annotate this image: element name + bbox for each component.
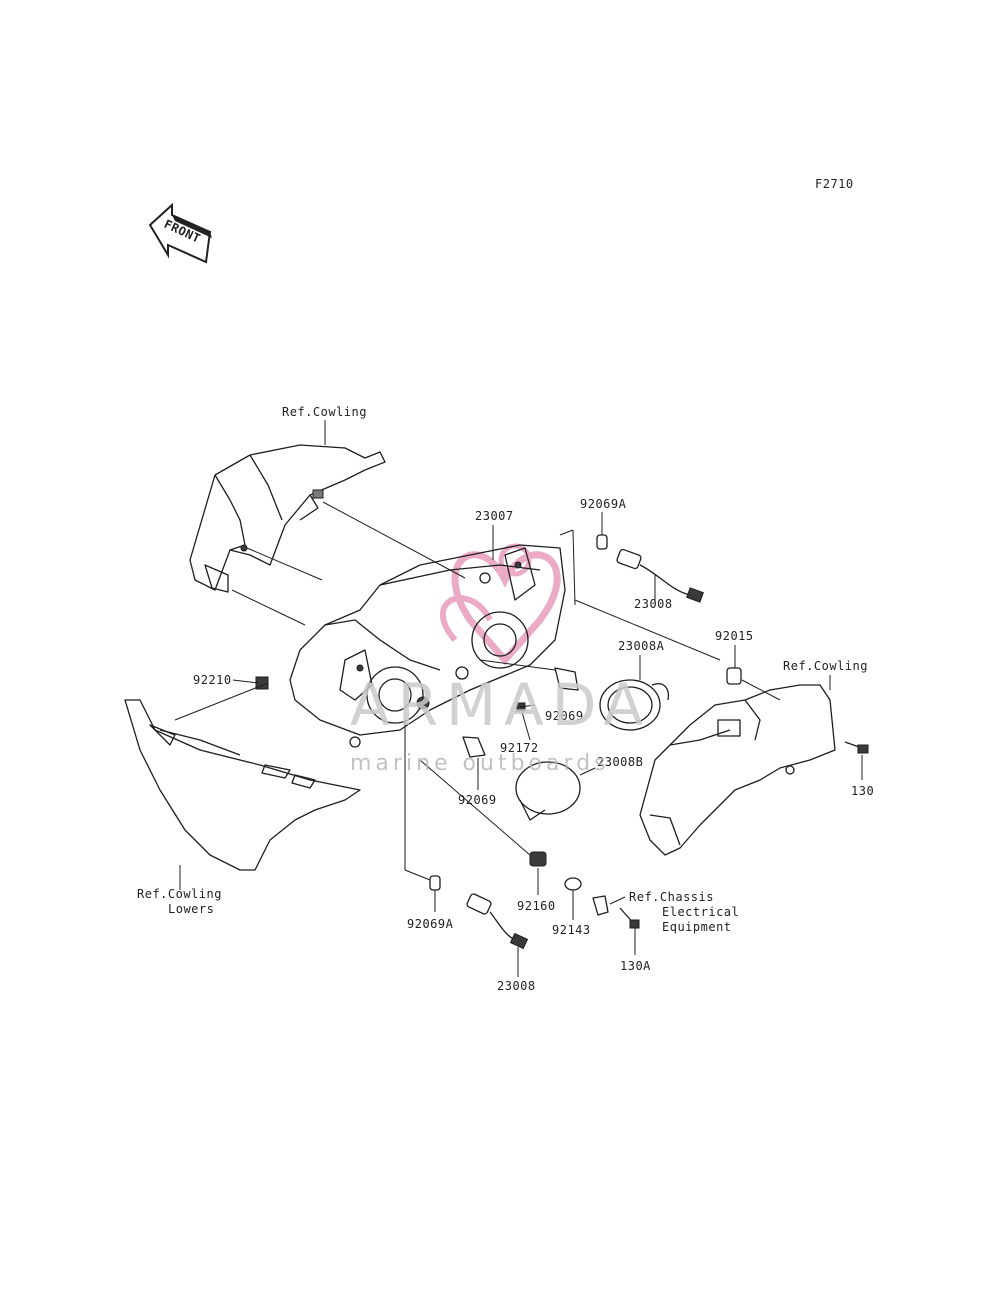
label-92069A-top: 92069A [580,497,627,511]
label-92143: 92143 [552,923,591,937]
label-130: 130 [851,784,874,798]
label-92069-mid: 92069 [545,709,584,723]
grommet-92160 [529,851,547,867]
label-92160: 92160 [517,899,556,913]
label-ref-cowling-right: Ref.Cowling [783,659,868,673]
watermark-subtitle: marine outboards [350,751,610,776]
label-23008-low: 23008 [497,979,536,993]
watermark-title: ARMADA [350,671,651,739]
socket-23008-low [466,893,529,950]
right-cowling-part [639,684,836,856]
bolt-130 [844,741,869,754]
lower-cowling-part [124,699,361,871]
bracket-ref-chassis [592,895,609,916]
diagram-code: F2710 [815,177,854,191]
label-ref-chassis-3: Equipment [662,920,732,934]
grommet-92015 [726,667,742,685]
bolt-130A [619,907,640,929]
lens-23008A [599,679,670,731]
label-92172: 92172 [500,741,539,755]
socket-23008-top [616,548,704,603]
label-92069A-low: 92069A [407,917,454,931]
label-ref-cowling-lowers-2: Lowers [168,902,214,916]
label-ref-chassis-1: Ref.Chassis [629,890,714,904]
front-arrow-icon: FRONT [148,202,212,264]
label-23008-top: 23008 [634,597,673,611]
headlight-housing-part [289,544,566,748]
label-130A: 130A [620,959,651,973]
bulb-92069-mid [554,667,579,691]
label-92069-low: 92069 [458,793,497,807]
label-92015: 92015 [715,629,754,643]
label-23008B: 23008B [597,755,643,769]
watermark-logo [439,543,561,666]
bulb-23008B [515,761,581,821]
label-ref-cowling-top: Ref.Cowling [282,405,367,419]
label-ref-cowling-lowers-1: Ref.Cowling [137,887,222,901]
collar-92143 [564,877,582,891]
upper-cowling-part [189,444,386,593]
leader-lines [174,420,863,977]
label-23007: 23007 [475,509,514,523]
bulb-92069A-top [596,534,608,550]
label-23008A: 23008A [618,639,665,653]
label-ref-chassis-2: Electrical [662,905,739,919]
bulb-92069A-low [429,875,441,891]
label-92210: 92210 [193,673,232,687]
bulb-92069-low [462,736,486,758]
